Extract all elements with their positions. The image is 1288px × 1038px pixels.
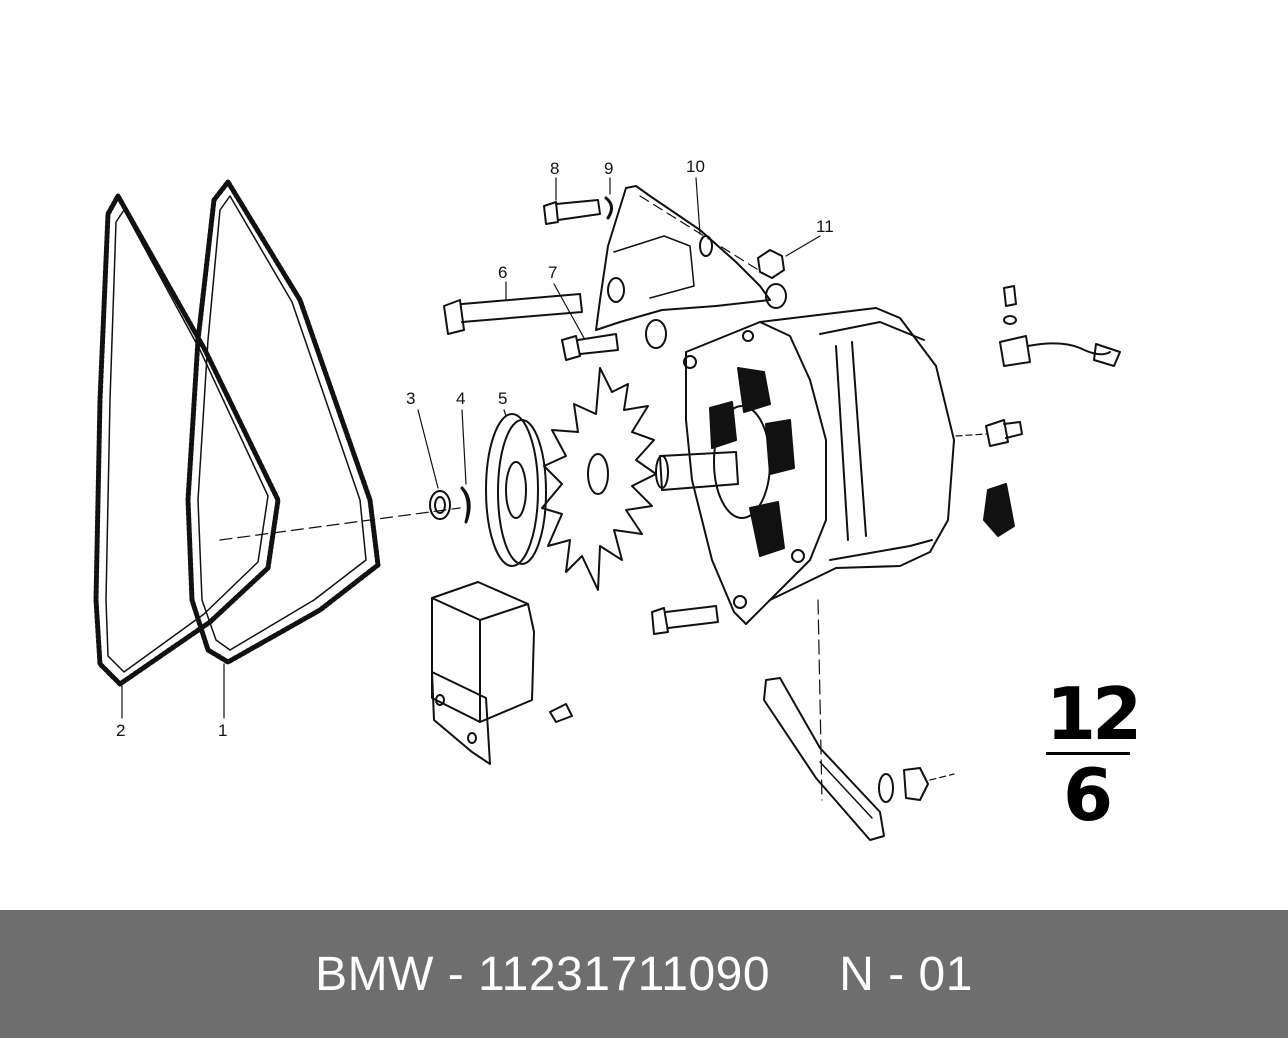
alternator — [655, 307, 955, 625]
callout-3: 3 — [406, 389, 416, 408]
terminal-screw — [955, 419, 1023, 447]
callout-9: 9 — [604, 159, 614, 178]
group-code-bottom: 6 — [1062, 753, 1114, 837]
parts-diagram: 2 1 3 4 5 6 7 8 9 10 11 12 6 — [93, 157, 1143, 841]
cable-boot — [983, 483, 1015, 537]
terminal-wire — [999, 285, 1121, 367]
callout-7: 7 — [548, 263, 558, 282]
bolt-7 — [553, 283, 619, 361]
adjusting-strap — [763, 599, 955, 841]
voltage-regulator — [431, 581, 573, 765]
bolt-8 — [543, 177, 601, 225]
v-belt-2 — [93, 193, 281, 687]
callout-6: 6 — [498, 263, 508, 282]
group-code: 12 6 — [1046, 672, 1142, 837]
callout-8: 8 — [550, 159, 560, 178]
nut-3 — [417, 409, 451, 520]
bracket-10 — [595, 177, 771, 349]
part-number-bar: BMW - 11231711090 N - 01 — [0, 910, 1288, 1038]
alternator-bottom-bolt — [651, 605, 719, 635]
callout-5: 5 — [498, 389, 508, 408]
callout-1: 2 — [116, 721, 126, 740]
callout-10: 10 — [686, 157, 705, 176]
callout-2: 1 — [218, 721, 228, 740]
part-number-label: BMW - 11231711090 N - 01 — [315, 947, 973, 1001]
v-belt-1 — [185, 179, 381, 665]
pulley-5 — [485, 409, 547, 567]
alternator-exploded-view — [93, 177, 1121, 841]
bolt-6 — [443, 281, 583, 335]
washer-9 — [604, 177, 613, 220]
nut-11 — [639, 195, 821, 309]
washer-4 — [460, 409, 471, 524]
group-code-top: 12 — [1046, 672, 1142, 756]
cooling-fan — [541, 367, 657, 591]
callout-11: 11 — [816, 217, 834, 236]
callout-4: 4 — [456, 389, 466, 408]
group-code-divider — [1046, 752, 1130, 755]
